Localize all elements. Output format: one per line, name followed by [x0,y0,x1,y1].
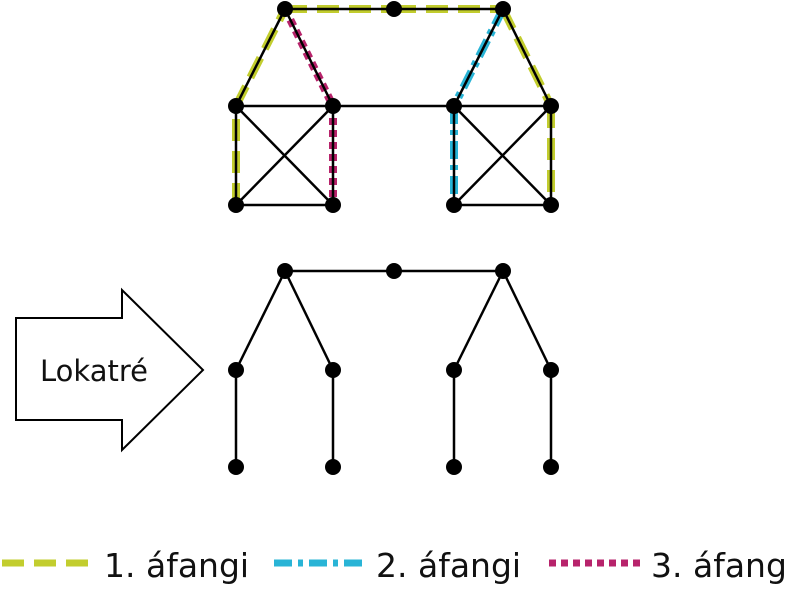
tree-edges [234,269,553,467]
graph-edge-t3-r1 [452,8,505,107]
graph-node-b3 [446,362,462,378]
graph-node-b2 [325,362,341,378]
tree-edge-a3-b3 [452,270,505,371]
graph-node-r3 [446,197,462,213]
tree-edge-a1-b1 [234,270,287,371]
graph-node-c2 [325,459,341,475]
graph-node-c1 [228,459,244,475]
graph-node-t3 [495,1,511,17]
graph-node-a2 [386,263,402,279]
legend-label-phase-1: 1. áfangi [104,546,249,585]
graph-edge-t1-l2 [283,8,335,107]
graph-node-t1 [277,1,293,17]
graph-node-l1 [228,98,244,114]
graph-node-l4 [325,197,341,213]
graph-edge-t3-r2 [501,8,553,107]
arrow-shape: Lokatré [15,287,205,453]
arrow-label: Lokatré [40,354,148,388]
graph-edges [234,7,553,207]
legend-label-phase-2: 2. áfangi [376,546,521,585]
graph-node-l3 [228,197,244,213]
graph-node-a1 [277,263,293,279]
legend-item-phase-1: 1. áfangi [2,546,249,585]
tree-edge-a3-b4 [501,270,553,371]
tree-nodes [228,263,559,475]
graph-node-c3 [446,459,462,475]
legend-label-phase-3: 3. áfangi [651,546,788,585]
graph-node-r2 [543,98,559,114]
graph-node-r4 [543,197,559,213]
graph-node-b4 [543,362,559,378]
graph-nodes [228,1,559,213]
legend-item-phase-3: 3. áfangi [549,546,788,585]
graph-node-b1 [228,362,244,378]
legend: 1. áfangi 2. áfangi 3. áfangi [2,546,788,585]
graph-node-l2 [325,98,341,114]
graph-node-t2 [386,1,402,17]
graph-edge-t1-l1 [234,8,287,107]
graph-edge-l2-l3 [235,105,334,206]
tree-edge-a1-b2 [283,270,335,371]
graph-node-r1 [446,98,462,114]
legend-item-phase-2: 2. áfangi [274,546,521,585]
graph-node-c4 [543,459,559,475]
graph-node-a3 [495,263,511,279]
graph-edge-r2-r3 [453,105,552,206]
